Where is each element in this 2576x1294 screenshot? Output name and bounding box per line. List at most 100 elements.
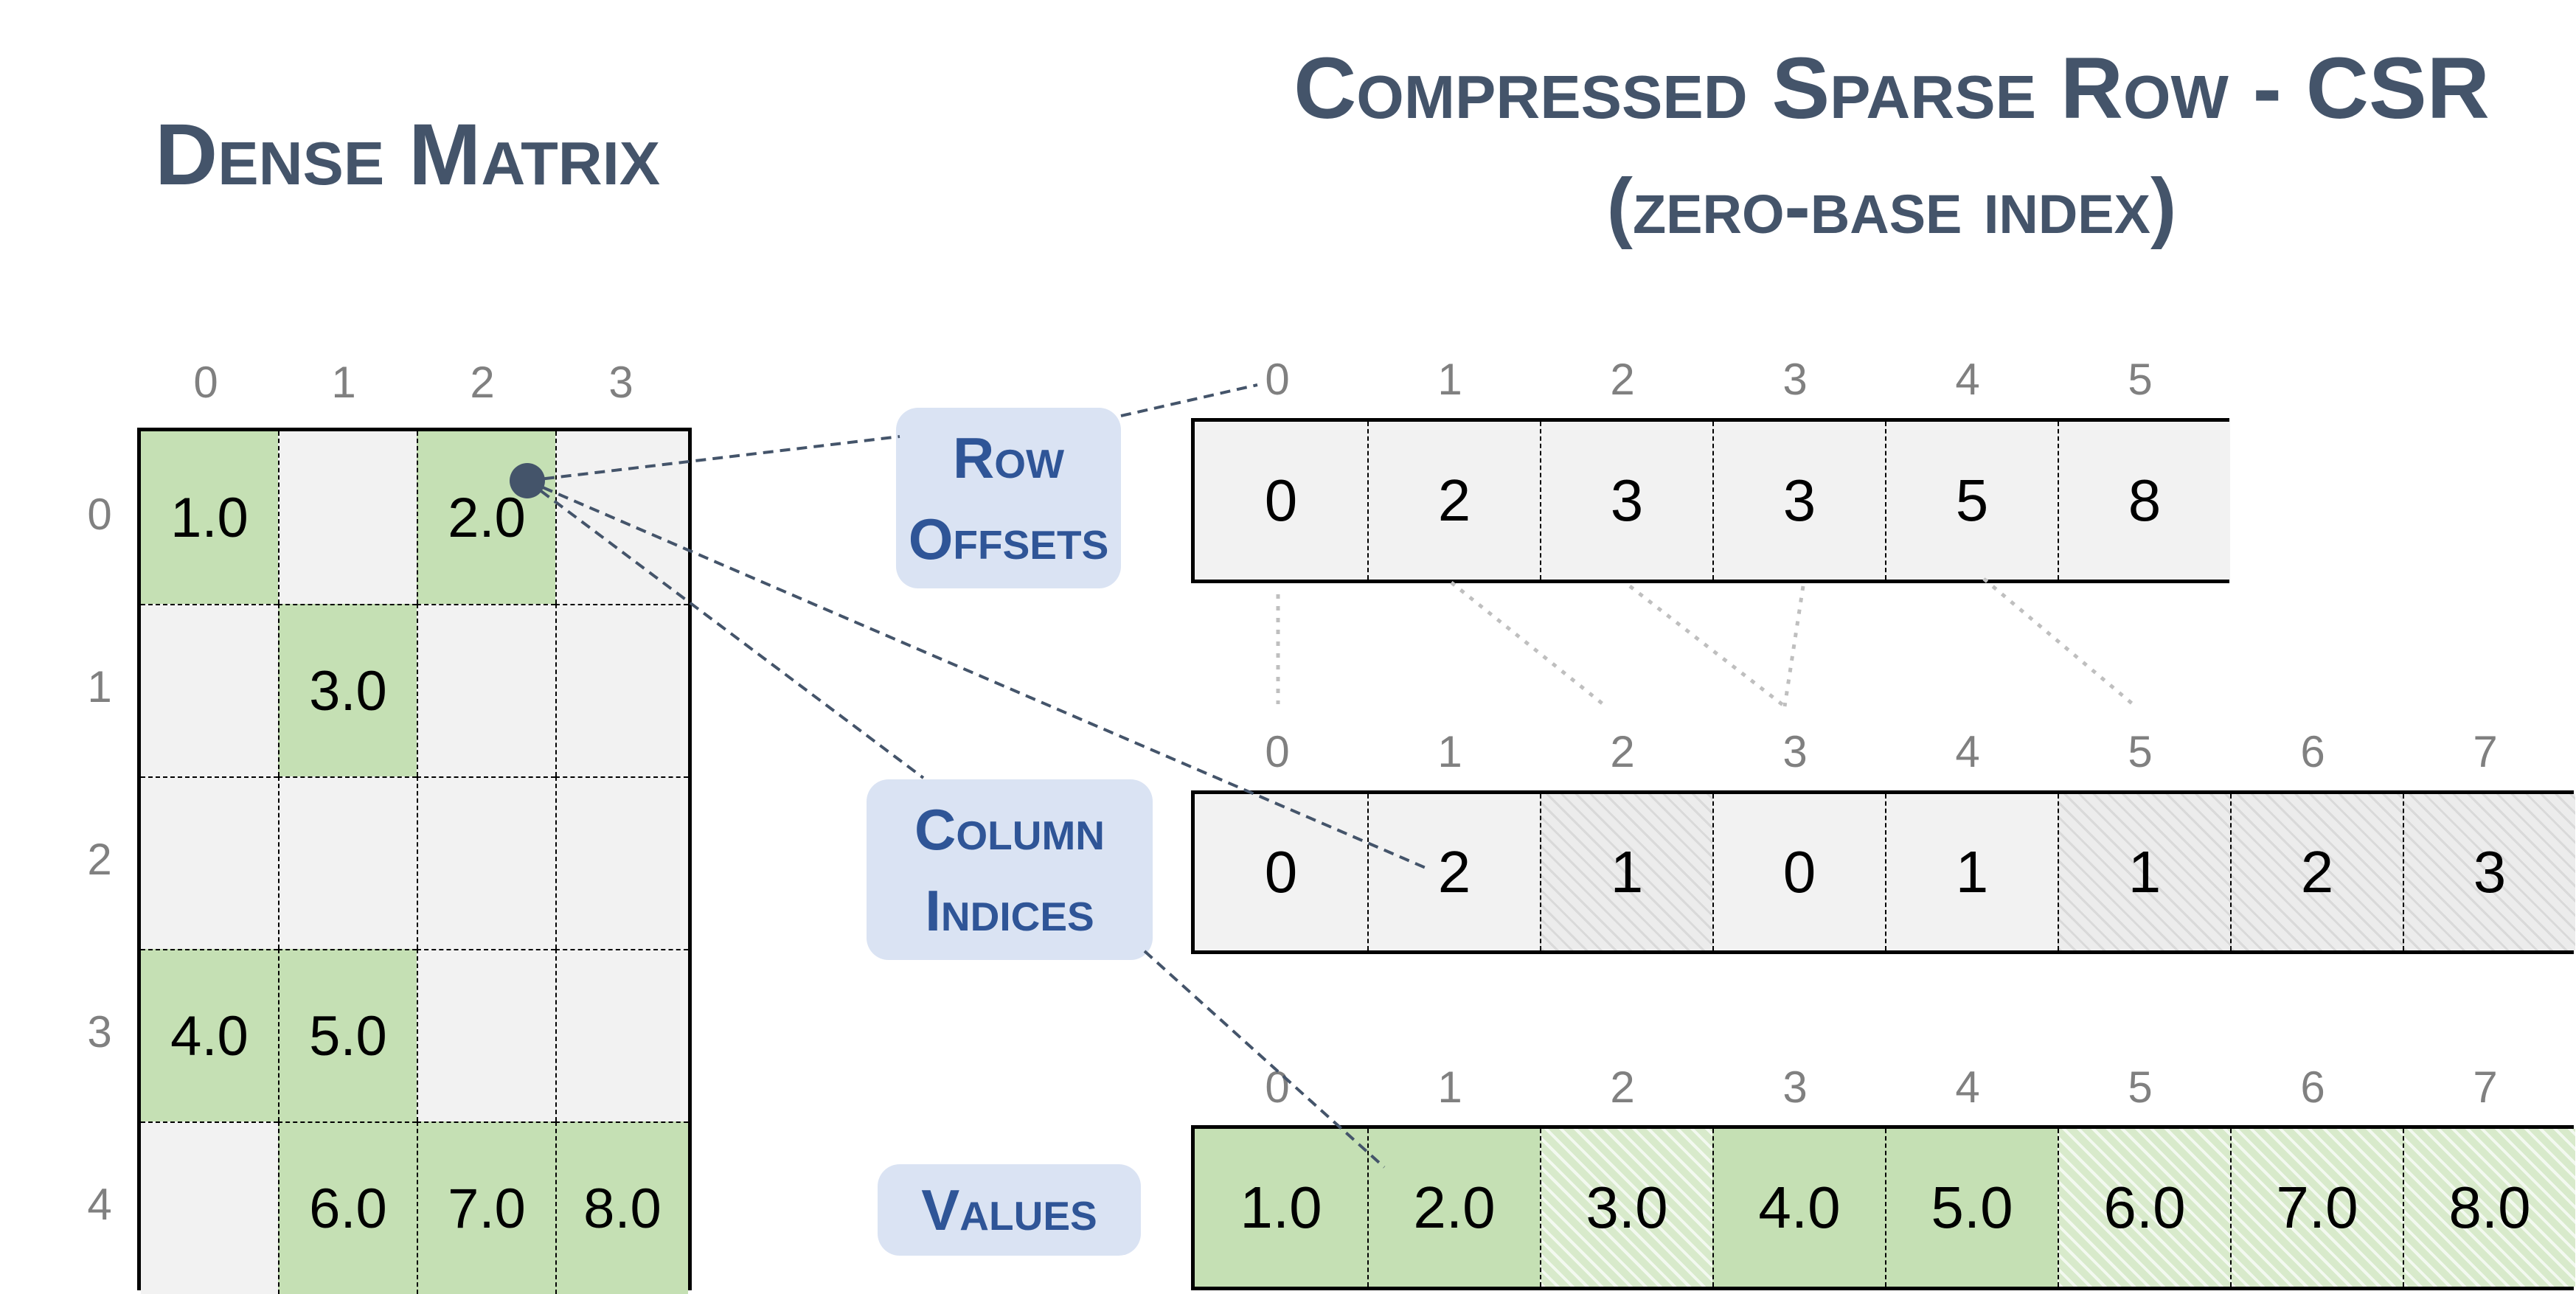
values-array-index: 2 bbox=[1610, 1062, 1635, 1112]
column-indices-cell: 0 bbox=[1712, 794, 1885, 950]
column-indices-cell: 0 bbox=[1195, 794, 1367, 950]
values-array-cell: 3.0 bbox=[1540, 1129, 1712, 1287]
column-indices-cell: 2 bbox=[1367, 794, 1540, 950]
row-offsets-index: 1 bbox=[1437, 355, 1462, 404]
column-indices-index: 6 bbox=[2300, 727, 2325, 776]
matrix-cell bbox=[417, 949, 555, 1121]
matrix-cell: 8.0 bbox=[555, 1121, 688, 1294]
row-offsets-cell: 5 bbox=[1885, 422, 2058, 580]
matrix-cell bbox=[278, 776, 417, 949]
matrix-cell bbox=[417, 776, 555, 949]
connector-to-value-entry bbox=[1143, 950, 1386, 1169]
row-offsets-cell: 3 bbox=[1540, 422, 1712, 580]
dense-col-index: 1 bbox=[331, 358, 356, 407]
connector-to-column-entry bbox=[527, 479, 1431, 872]
offset-connector-3 bbox=[1782, 585, 1805, 707]
matrix-cell bbox=[417, 604, 555, 776]
element-connectors bbox=[526, 383, 1431, 1169]
dense-row-index: 0 bbox=[87, 490, 112, 539]
row-offsets-label-line: Row bbox=[952, 425, 1064, 490]
dense-row-index: 4 bbox=[87, 1180, 112, 1229]
values-array-cell: 7.0 bbox=[2230, 1129, 2403, 1287]
selected-element-marker bbox=[510, 463, 545, 498]
matrix-cell bbox=[278, 431, 417, 604]
column-indices-cell: 1 bbox=[2058, 794, 2230, 950]
matrix-cell bbox=[141, 1121, 278, 1294]
row-offsets-index: 2 bbox=[1610, 355, 1635, 404]
row-offsets-index: 0 bbox=[1265, 355, 1290, 404]
column-indices-index: 4 bbox=[1955, 727, 1980, 776]
values-array-index: 3 bbox=[1782, 1062, 1808, 1112]
dense-row-index: 3 bbox=[87, 1007, 112, 1057]
column-indices-cell: 1 bbox=[1885, 794, 2058, 950]
dense-matrix-title: Dense Matrix bbox=[155, 106, 661, 204]
matrix-cell: 3.0 bbox=[278, 604, 417, 776]
matrix-cell: 2.0 bbox=[417, 431, 555, 604]
values-array-index: 5 bbox=[2128, 1062, 2153, 1112]
row-offsets-cell: 3 bbox=[1712, 422, 1885, 580]
column-indices-label-line: Column bbox=[914, 796, 1105, 862]
column-indices-cell: 3 bbox=[2403, 794, 2575, 950]
values-array-cell: 5.0 bbox=[1885, 1129, 2058, 1287]
offset-connector-1 bbox=[1450, 581, 1609, 709]
row-offsets-cell: 2 bbox=[1367, 422, 1540, 580]
values-array-index: 4 bbox=[1955, 1062, 1980, 1112]
offset-connectors bbox=[1276, 577, 2139, 709]
values-array-cell: 8.0 bbox=[2403, 1129, 2575, 1287]
csr-title: Compressed Sparse Row - CSR bbox=[1294, 40, 2490, 137]
values-array-cell: 2.0 bbox=[1367, 1129, 1540, 1287]
matrix-cell bbox=[555, 776, 688, 949]
offset-connector-2 bbox=[1628, 585, 1786, 708]
row-offsets-index: 3 bbox=[1782, 355, 1808, 404]
connector-to-column-label bbox=[526, 479, 925, 779]
dense-col-index: 2 bbox=[470, 358, 495, 407]
matrix-cell: 5.0 bbox=[278, 949, 417, 1121]
matrix-cell bbox=[555, 949, 688, 1121]
matrix-cell: 4.0 bbox=[141, 949, 278, 1121]
column-indices-index: 0 bbox=[1265, 727, 1290, 776]
column-indices-cell: 1 bbox=[1540, 794, 1712, 950]
matrix-cell bbox=[555, 431, 688, 604]
column-indices-index: 3 bbox=[1782, 727, 1808, 776]
matrix-cell bbox=[141, 776, 278, 949]
row-offsets-index: 4 bbox=[1955, 355, 1980, 404]
values-array-cell: 4.0 bbox=[1712, 1129, 1885, 1287]
dense-row-index: 2 bbox=[87, 835, 112, 884]
column-indices-index: 2 bbox=[1610, 727, 1635, 776]
values-label-text: Values bbox=[921, 1178, 1097, 1242]
column-indices-index: 5 bbox=[2128, 727, 2153, 776]
values-array-index: 1 bbox=[1437, 1062, 1462, 1112]
matrix-cell: 6.0 bbox=[278, 1121, 417, 1294]
column-indices-index: 7 bbox=[2473, 727, 2498, 776]
row-offsets-cell: 8 bbox=[2058, 422, 2230, 580]
connector-row-offsets-to-index bbox=[1120, 383, 1258, 417]
values-array-index: 7 bbox=[2473, 1062, 2498, 1112]
column-indices-index: 1 bbox=[1437, 727, 1462, 776]
dense-row-index: 1 bbox=[87, 662, 112, 712]
dense-col-index: 0 bbox=[193, 358, 218, 407]
column-indices-label-line: Indices bbox=[925, 877, 1094, 943]
row-offsets-label-line: Offsets bbox=[908, 506, 1109, 571]
matrix-cell bbox=[555, 604, 688, 776]
values-array-cell: 1.0 bbox=[1195, 1129, 1367, 1287]
connector-to-row-offsets bbox=[527, 435, 900, 482]
values-label: Values bbox=[878, 1164, 1141, 1256]
csr-subtitle: (zero-base index) bbox=[1606, 163, 2177, 250]
matrix-cell bbox=[141, 604, 278, 776]
row-offsets-cell: 0 bbox=[1195, 422, 1367, 580]
values-array-index: 6 bbox=[2300, 1062, 2325, 1112]
column-indices-cell: 2 bbox=[2230, 794, 2403, 950]
matrix-cell: 1.0 bbox=[141, 431, 278, 604]
values-array-cell: 6.0 bbox=[2058, 1129, 2230, 1287]
dense-col-index: 3 bbox=[608, 358, 633, 407]
row-offsets-index: 5 bbox=[2128, 355, 2153, 404]
offset-connector-4 bbox=[1982, 577, 2139, 709]
matrix-cell: 7.0 bbox=[417, 1121, 555, 1294]
